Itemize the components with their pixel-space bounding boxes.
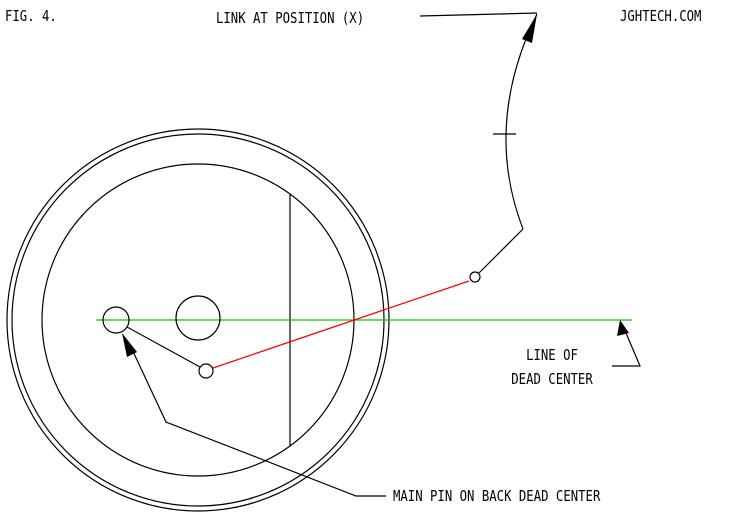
eccentric-rod	[212, 280, 470, 369]
main-pin-label: MAIN PIN ON BACK DEAD CENTER	[393, 487, 601, 505]
main-pin-leader	[129, 344, 386, 497]
website-label: JGHTECH.COM	[620, 7, 702, 25]
link-position-label: LINK AT POSITION (X)	[216, 9, 365, 27]
main-pin	[102, 306, 130, 334]
eccentric-pin	[198, 363, 214, 379]
dead-center-label-line2: DEAD CENTER	[511, 370, 593, 388]
crank-arm	[126, 326, 201, 368]
figure-number-label: FIG. 4.	[5, 7, 57, 25]
main-pin-arrowhead	[122, 333, 137, 357]
expansion-link-arc	[505, 13, 538, 230]
link-position-arrowhead	[522, 14, 537, 43]
axle-hub	[175, 295, 221, 341]
link-position-leader	[419, 12, 538, 17]
dead-center-arrowhead	[617, 320, 629, 336]
dead-center-label-line1: LINE OF	[526, 346, 578, 364]
dead-center-leader	[612, 332, 641, 367]
link-connector	[478, 228, 524, 274]
link-pin	[469, 271, 481, 283]
